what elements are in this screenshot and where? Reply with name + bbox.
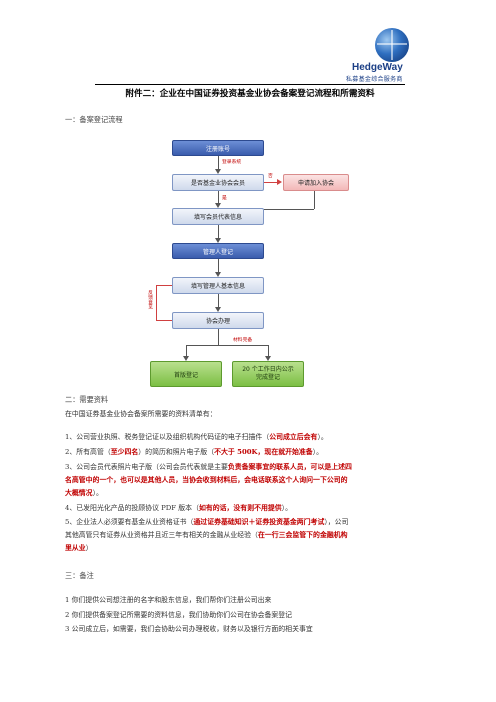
- material-item-1: 1、公司营业执照、税务登记证以及组织机构代码证的电子扫描件（公司成立后会有）。: [65, 433, 328, 441]
- arrow-down-icon: [183, 356, 189, 361]
- flow-yes-label: 是: [222, 196, 227, 201]
- connector: [218, 259, 219, 274]
- hedgeway-globe-logo-icon: [375, 28, 409, 62]
- flow-fill-manager-info: 填写管理人基本信息: [172, 277, 264, 294]
- connector: [218, 156, 219, 171]
- page-title: 附件二：企业在中国证券投资基金业协会备案登记流程和所需资料: [125, 89, 375, 99]
- flow-manager-register: 管理人登记: [172, 243, 264, 259]
- material-item-3-line3: 大概情况）。: [65, 489, 103, 497]
- header-divider: [95, 84, 405, 85]
- connector: [218, 294, 219, 309]
- arrow-down-icon: [265, 356, 271, 361]
- flow-complete-register: 完成登记: [255, 374, 280, 381]
- flow-register-account: 注册账号: [172, 140, 264, 156]
- flow-material-complete: 材料完备: [233, 338, 253, 343]
- connector: [314, 191, 315, 209]
- section2-heading: 二：需要资料: [65, 395, 109, 404]
- connector: [218, 329, 219, 345]
- section3-heading: 三：备注: [65, 571, 94, 580]
- connector: [156, 285, 157, 321]
- connector: [186, 345, 268, 346]
- material-item-5-line3: 里从业）: [65, 544, 93, 552]
- arrow-down-icon: [215, 169, 221, 174]
- arrow-right-icon: [277, 179, 282, 185]
- material-item-2: 2、所有高管（至少四名）的简历和照片电子版（不大于 500K，现在就开始准备）。: [65, 448, 324, 456]
- logo-tagline: 私募基金综合服务商: [346, 77, 403, 83]
- arrow-down-icon: [215, 272, 221, 277]
- flow-publicity-20days: 20 个工作日内公示: [242, 366, 294, 373]
- flow-first-register: 首版登记: [150, 361, 222, 387]
- arrow-down-icon: [215, 203, 221, 208]
- connector: [264, 209, 314, 210]
- note-item-1: 1 你们提供公司想注册的名字和股东信息，我们帮你们注册公司出来: [65, 596, 272, 604]
- logo-brand: HedgeWay: [352, 62, 403, 73]
- arrow-down-icon: [215, 307, 221, 312]
- flow-apply-join: 申请加入协会: [283, 174, 349, 191]
- connector: [264, 182, 278, 183]
- connector: [156, 285, 172, 286]
- note-item-3: 3 公司成立后，如需要，我们会协助公司办理税收，财务以及银行方面的相关事宜: [65, 625, 313, 633]
- flow-no-label: 否: [268, 174, 273, 179]
- flow-association-process: 协会办理: [172, 312, 264, 329]
- material-item-3-line2: 名高管中的一个，也可以是其他人员，当协会收到材料后，会电话联系这个人询问一下公司…: [65, 476, 348, 484]
- section1-heading: 一：备案登记流程: [65, 115, 123, 124]
- section2-intro: 在中国证券基金业协会备案所需要的资料清单有：: [65, 410, 217, 418]
- flow-is-member: 是否基金业协会会员: [172, 174, 264, 191]
- flow-feedback-note: 反馈意见: [147, 290, 152, 310]
- connector: [156, 320, 172, 321]
- material-item-5: 5、企业法人必须要有基金从业资格证书（通过证券基础知识＋证券投资基金两门考试），…: [65, 518, 349, 526]
- connector: [218, 225, 219, 240]
- material-item-3: 3、公司会员代表照片电子版（公司会员代表就是主要负责备案事宜的联系人员，可以是上…: [65, 463, 352, 471]
- flow-login-note: 登录系统: [222, 160, 242, 165]
- connector: [268, 345, 269, 358]
- arrow-down-icon: [215, 238, 221, 243]
- flow-fill-member-info: 填写会员代表信息: [172, 208, 264, 225]
- material-item-5-line2: 其他高管只有证券从业资格并且近三年有相关的金融从业经验（在一行三会监管下的金融机…: [65, 531, 348, 539]
- flow-publicity-box: 20 个工作日内公示 完成登记: [232, 361, 304, 387]
- material-item-4: 4、已发阳光化产品的投顾协议 PDF 版本（如有的话，没有则不用提供）。: [65, 504, 292, 512]
- connector: [218, 191, 219, 205]
- note-item-2: 2 你们提供备案登记所需要的资料信息，我们协助你们公司在协会备案登记: [65, 611, 293, 619]
- connector: [186, 345, 187, 358]
